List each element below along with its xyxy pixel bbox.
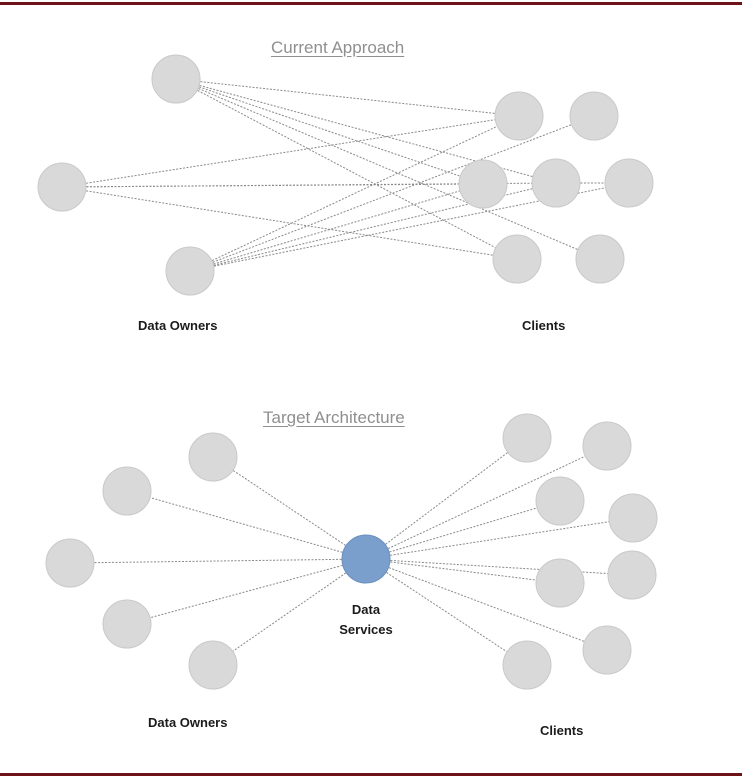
target-data-owners-label: Data Owners	[148, 715, 228, 730]
target-client-edge-8	[365, 558, 608, 651]
target-client-edge-7	[365, 558, 528, 666]
current-edge-1	[175, 78, 557, 184]
target-client-node-4	[608, 493, 658, 543]
current-data-owner-node-1	[151, 54, 201, 104]
current-edge-11	[189, 183, 484, 272]
target-client-node-6	[607, 550, 657, 600]
target-client-node-5	[535, 558, 585, 608]
target-client-edge-2	[365, 445, 608, 560]
target-data-owner-node-5	[188, 640, 238, 690]
current-client-node-3	[458, 159, 508, 209]
data-services-label-line1: Data	[351, 602, 381, 617]
data-services-hub-node	[341, 534, 391, 584]
data-services-label-line2: Services	[339, 622, 393, 637]
top-border	[0, 2, 742, 5]
current-data-owner-node-2	[37, 162, 87, 212]
target-client-edge-5	[365, 558, 561, 584]
current-client-node-5	[604, 158, 654, 208]
current-edge-7	[61, 182, 557, 188]
nodes	[37, 54, 658, 690]
current-edge-10	[189, 115, 595, 272]
current-edge-0	[175, 78, 520, 117]
target-data-owner-node-4	[102, 599, 152, 649]
target-clients-label: Clients	[540, 723, 584, 738]
target-client-node-7	[502, 640, 552, 690]
current-client-node-4	[531, 158, 581, 208]
current-client-node-7	[575, 234, 625, 284]
target-owner-edge-5	[212, 558, 367, 666]
current-client-node-1	[494, 91, 544, 141]
target-data-owner-node-1	[188, 432, 238, 482]
current-clients-label: Clients	[522, 318, 566, 333]
target-client-node-1	[502, 413, 552, 463]
current-edge-2	[175, 78, 518, 260]
target-owner-edge-3	[69, 558, 367, 564]
current-data-owners-label: Data Owners	[138, 318, 218, 333]
current-approach-title: Current Approach	[271, 38, 405, 57]
edges	[61, 78, 634, 666]
target-client-edge-4	[365, 517, 634, 560]
current-edge-4	[175, 78, 484, 185]
current-edge-9	[189, 115, 520, 272]
target-client-node-2	[582, 421, 632, 471]
target-data-owner-node-3	[45, 538, 95, 588]
target-client-edge-3	[365, 500, 561, 560]
data-services-label: Data Services	[306, 600, 426, 640]
target-client-node-8	[582, 625, 632, 675]
current-client-node-2	[569, 91, 619, 141]
target-client-edge-1	[365, 437, 528, 560]
current-data-owner-node-3	[165, 246, 215, 296]
target-owner-edge-2	[126, 490, 367, 560]
target-owner-edge-4	[126, 558, 367, 625]
target-owner-edge-1	[212, 456, 367, 560]
bottom-border	[0, 773, 742, 776]
current-edge-5	[61, 115, 520, 188]
target-data-owner-node-2	[102, 466, 152, 516]
target-client-node-3	[535, 476, 585, 526]
target-architecture-title: Target Architecture	[263, 408, 405, 427]
current-edge-13	[189, 182, 630, 272]
current-client-node-6	[492, 234, 542, 284]
target-client-edge-6	[365, 558, 633, 576]
